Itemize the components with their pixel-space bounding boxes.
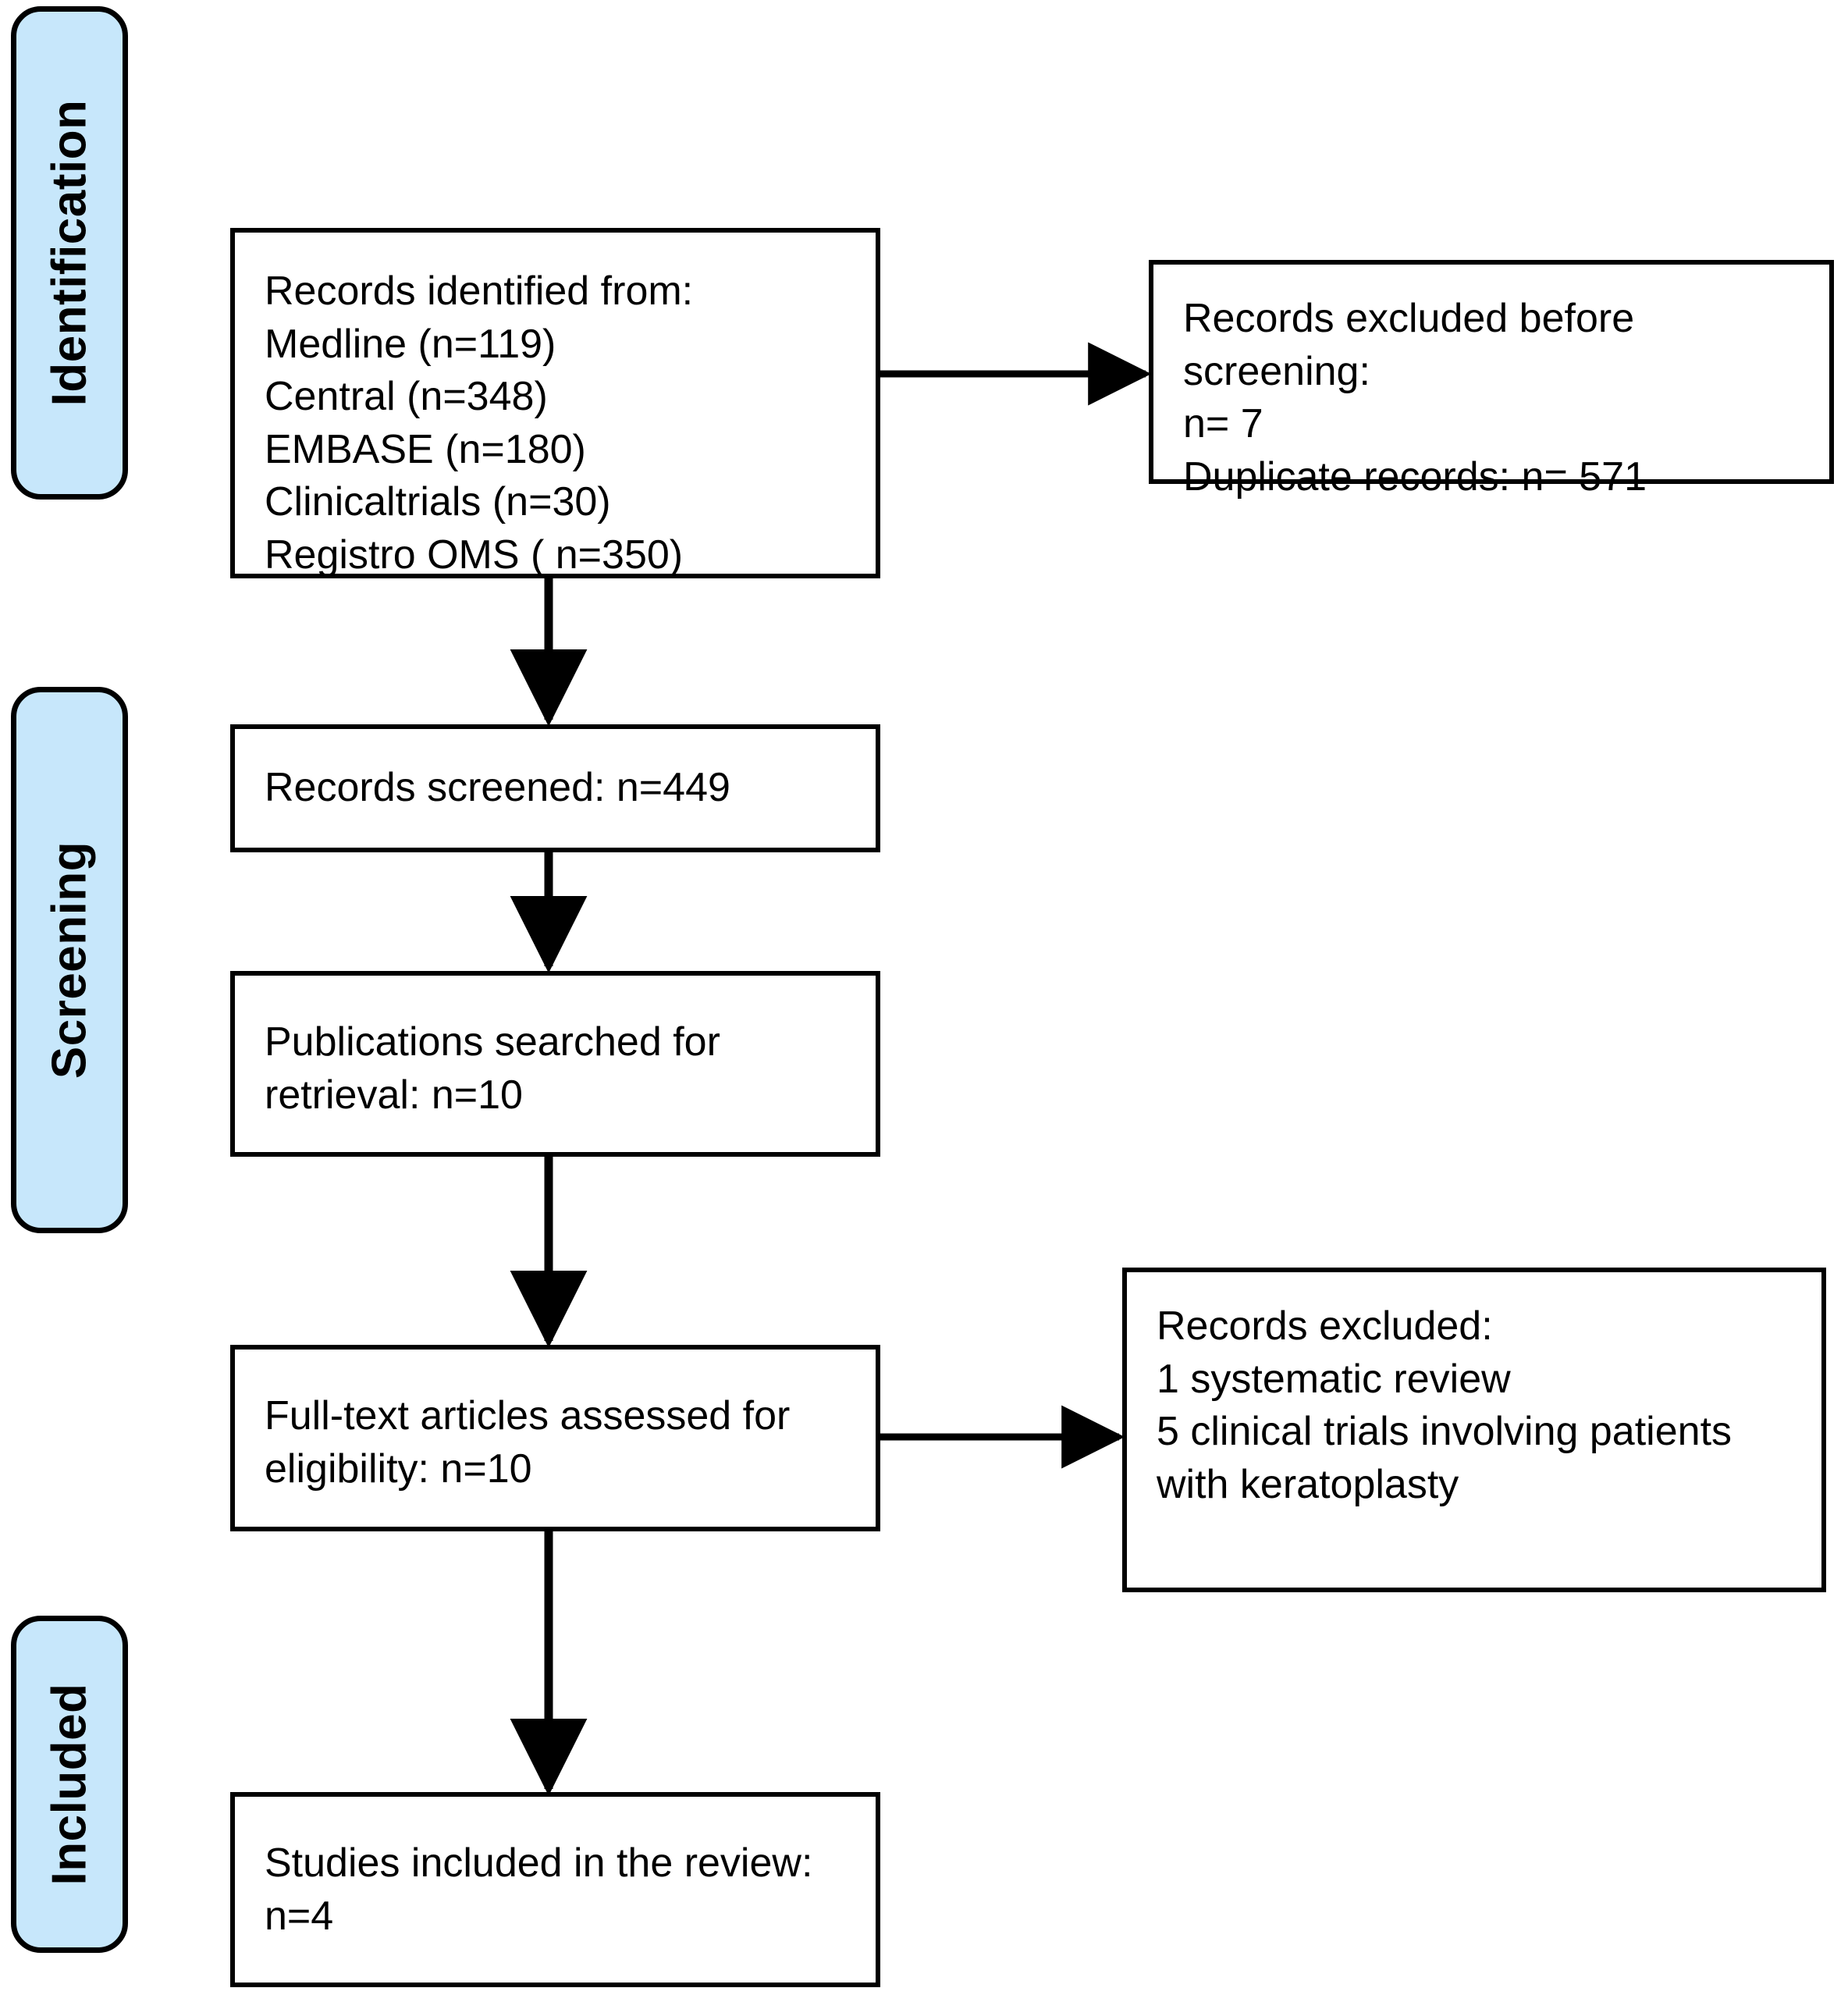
stage-label-identification: Identification [42,99,97,407]
box-publications-searched: Publications searched for retrieval: n=1… [230,971,880,1157]
box-records-screened: Records screened: n=449 [230,724,880,852]
box-records-identified-text: Records identified from: Medline (n=119)… [265,268,694,578]
box-records-excluded-eligibility: Records excluded: 1 systematic review 5 … [1122,1268,1826,1592]
box-records-excluded-before-screening: Records excluded before screening: n= 7 … [1149,260,1834,500]
box-publications-searched-text: Publications searched for retrieval: n=1… [265,1019,720,1118]
box-studies-included-text: Studies included in the review: n=4 [265,1840,813,1939]
stage-band-screening: Screening [11,687,128,1233]
box-studies-included: Studies included in the review: n=4 [230,1792,880,1987]
box-records-excluded-eligibility-text: Records excluded: 1 systematic review 5 … [1157,1303,1732,1507]
stage-label-included: Included [42,1683,97,1886]
stage-label-screening: Screening [42,841,97,1079]
box-full-text-assessed: Full-text articles assessed for eligibil… [230,1345,880,1531]
stage-band-identification: Identification [11,6,128,500]
box-records-screened-text: Records screened: n=449 [265,765,730,811]
box-full-text-assessed-text: Full-text articles assessed for eligibil… [265,1393,791,1492]
box-records-identified: Records identified from: Medline (n=119)… [230,228,880,578]
box-records-excluded-before-screening-text: Records excluded before screening: n= 7 … [1183,296,1647,500]
stage-band-included: Included [11,1616,128,1953]
